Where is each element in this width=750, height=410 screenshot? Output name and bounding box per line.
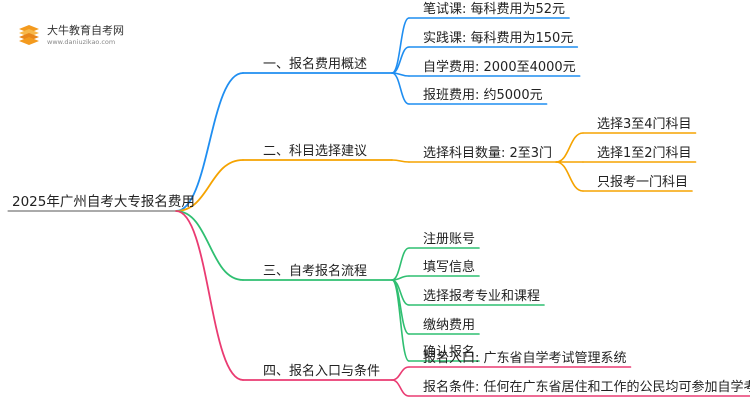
branch-2-item-1: 选择科目数量: 2至3门 — [423, 146, 553, 161]
branch-4-item-1: 报名入口: 广东省自学考试管理系统 — [423, 351, 627, 366]
site-logo: 大牛教育自考网 www.daniuzikao.com — [16, 20, 136, 54]
sub-item-1: 选择3至4门科目 — [597, 117, 692, 132]
item-link-1-1 — [391, 17, 410, 74]
branch-2-label: 二、科目选择建议 — [263, 144, 368, 159]
book-logo-icon — [19, 25, 39, 45]
branch-1-item-3: 自学费用: 2000至4000元 — [423, 60, 576, 75]
branch-3-item-1: 注册账号 — [423, 232, 476, 247]
branch-3-label: 三、自考报名流程 — [263, 264, 368, 279]
logo-url: www.daniuzikao.com — [47, 38, 116, 46]
item-link-4-2 — [391, 379, 410, 397]
branch-4-label: 四、报名入口与条件 — [263, 364, 381, 379]
sub-link-3 — [555, 161, 584, 192]
item-link-3-1 — [391, 247, 410, 281]
item-link-4-1 — [391, 366, 410, 381]
sub-link-1 — [555, 132, 584, 163]
branch-3-item-5: 确认报名 — [423, 345, 476, 360]
branch-4-item-2: 报名条件: 任何在广东省居住和工作的公民均可参加自学考试 — [423, 380, 750, 395]
sub-item-3: 只报考一门科目 — [597, 175, 689, 190]
branch-link-1 — [175, 72, 244, 212]
branch-1-label: 一、报名费用概述 — [263, 57, 368, 72]
branch-1-item-4: 报班费用: 约5000元 — [423, 88, 543, 103]
branch-1-item-1: 笔试课: 每科费用为52元 — [423, 2, 566, 17]
branch-link-4 — [175, 210, 244, 381]
item-link-3-5 — [391, 279, 410, 362]
item-link-1-4 — [391, 72, 410, 105]
branch-3-item-4: 缴纳费用 — [423, 318, 476, 333]
sub-item-2: 选择1至2门科目 — [597, 146, 692, 161]
item-link-1-2 — [391, 46, 410, 74]
branch-3-item-3: 选择报考专业和课程 — [423, 289, 541, 304]
branch-3-item-2: 填写信息 — [423, 260, 476, 275]
item-link-2-1 — [391, 159, 410, 163]
branch-link-3 — [175, 210, 244, 281]
root-topic: 2025年广州自考大专报名费用 — [12, 194, 195, 210]
branch-link-2 — [175, 159, 244, 212]
logo-name: 大牛教育自考网 — [47, 24, 124, 37]
branch-1-item-2: 实践课: 每科费用为150元 — [423, 31, 574, 46]
